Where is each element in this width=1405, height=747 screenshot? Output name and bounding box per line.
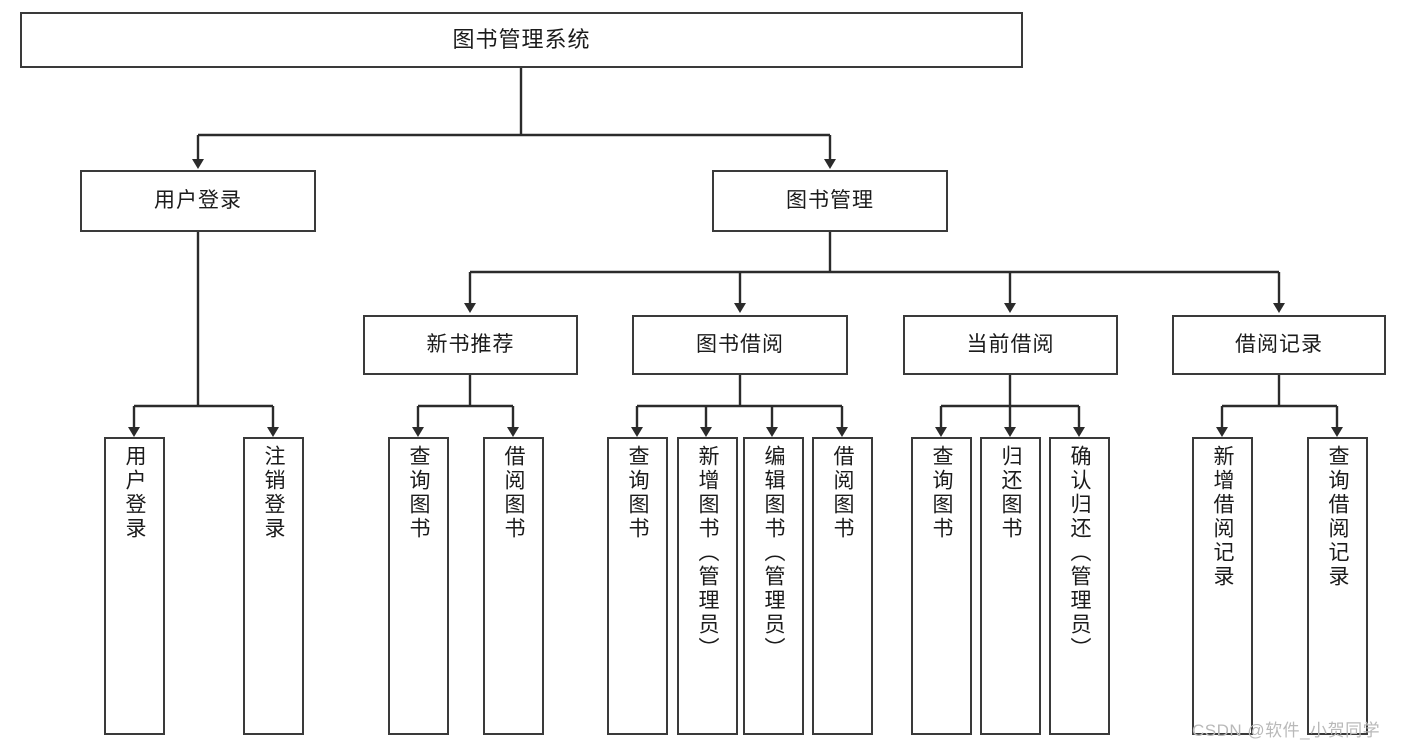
node-new-book-recommendation[interactable]: 新书推荐 xyxy=(363,315,578,375)
leaf-query-book[interactable]: 查询图书 xyxy=(607,437,668,735)
node-book-borrow[interactable]: 图书借阅 xyxy=(632,315,848,375)
csdn-watermark: CSDN @软件_小贺同学 xyxy=(1192,721,1381,740)
leaf-logout[interactable]: 注销登录 xyxy=(243,437,304,735)
leaf-query-book-recommendation[interactable]: 查询图书 xyxy=(388,437,449,735)
node-label: 图书借阅 xyxy=(696,332,784,356)
node-book-management[interactable]: 图书管理 xyxy=(712,170,948,232)
node-label: 查询图书 xyxy=(407,445,430,541)
leaf-borrow-book[interactable]: 借阅图书 xyxy=(812,437,873,735)
leaf-add-borrow-record[interactable]: 新增借阅记录 xyxy=(1192,437,1253,735)
node-root-system[interactable]: 图书管理系统 xyxy=(20,12,1023,68)
node-label: 借阅图书 xyxy=(502,445,525,541)
node-current-borrow[interactable]: 当前借阅 xyxy=(903,315,1118,375)
node-label: 编辑图书（管理员） xyxy=(762,445,785,661)
node-label: 用户登录 xyxy=(123,445,146,541)
node-label: 归还图书 xyxy=(999,445,1022,541)
node-borrow-records[interactable]: 借阅记录 xyxy=(1172,315,1386,375)
node-label: 借阅图书 xyxy=(831,445,854,541)
node-label: 当前借阅 xyxy=(966,332,1055,356)
node-user-login[interactable]: 用户登录 xyxy=(80,170,316,232)
node-label: 新增图书（管理员） xyxy=(696,445,719,661)
leaf-query-book-current[interactable]: 查询图书 xyxy=(911,437,972,735)
node-label: 用户登录 xyxy=(154,188,242,212)
leaf-confirm-return-admin[interactable]: 确认归还（管理员） xyxy=(1049,437,1110,735)
leaf-user-login[interactable]: 用户登录 xyxy=(104,437,165,735)
node-label: 借阅记录 xyxy=(1235,332,1323,356)
node-label: 查询图书 xyxy=(626,445,649,541)
leaf-add-book-admin[interactable]: 新增图书（管理员） xyxy=(677,437,738,735)
node-label: 注销登录 xyxy=(262,445,285,541)
leaf-return-book[interactable]: 归还图书 xyxy=(980,437,1041,735)
node-label: 查询借阅记录 xyxy=(1326,445,1349,589)
node-label: 新增借阅记录 xyxy=(1211,445,1234,589)
node-label: 确认归还（管理员） xyxy=(1068,445,1091,661)
node-label: 图书管理 xyxy=(786,188,874,212)
leaf-borrow-book-recommendation[interactable]: 借阅图书 xyxy=(483,437,544,735)
leaf-edit-book-admin[interactable]: 编辑图书（管理员） xyxy=(743,437,804,735)
leaf-query-borrow-record[interactable]: 查询借阅记录 xyxy=(1307,437,1368,735)
node-label: 查询图书 xyxy=(930,445,953,541)
node-label: 新书推荐 xyxy=(426,332,515,356)
node-label: 图书管理系统 xyxy=(452,27,591,53)
